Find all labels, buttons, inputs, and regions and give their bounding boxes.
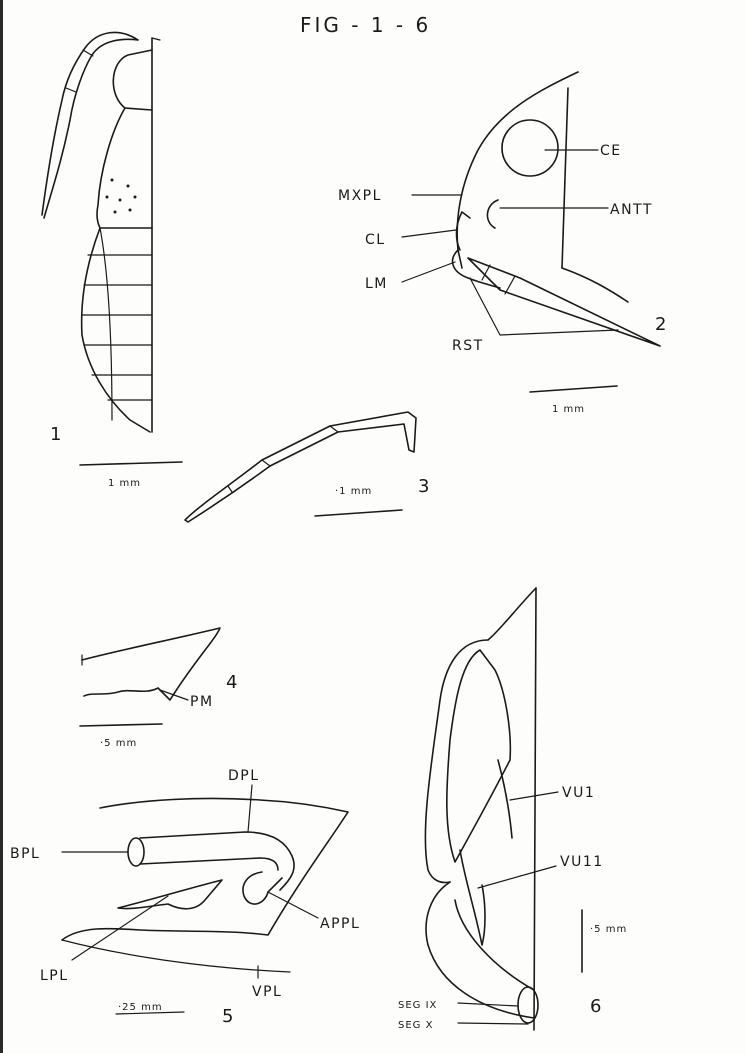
fig5-label-bpl: BPL — [10, 846, 40, 862]
fig5-basal-plate — [128, 838, 144, 866]
fig2-label-lm: LM — [365, 276, 388, 292]
fig1-scale-label: 1 mm — [108, 478, 141, 489]
fig2-label-cl: CL — [365, 232, 386, 248]
fig3-antenna-outline — [185, 412, 416, 522]
fig6-label-vu2: VU11 — [560, 854, 604, 870]
fig4-drawing: PM 4 ·5 mm — [80, 628, 239, 749]
fig1-number: 1 — [50, 424, 63, 445]
fig6-number: 6 — [590, 996, 603, 1017]
fig2-head-outline — [457, 72, 578, 268]
fig5-appl-leader — [268, 892, 318, 918]
fig1-abdomen — [82, 228, 150, 432]
fig6-outer-valve — [425, 640, 488, 883]
fig5-ventral-line — [62, 940, 290, 972]
fig2-scale-label: 1 mm — [552, 404, 585, 415]
fig2-label-mxpl: MXPL — [338, 188, 382, 204]
fig2-label-ce: CE — [600, 143, 622, 159]
fig6-lower-inner — [455, 900, 534, 990]
fig6-valvula-2 — [460, 850, 485, 945]
fig4-scale-bar — [80, 724, 162, 726]
fig2-neck — [562, 268, 628, 302]
fig5-scale-label: ·25 mm — [118, 1002, 163, 1013]
fig6-label-vu1: VU1 — [562, 785, 595, 801]
fig2-cl-leader — [402, 230, 456, 237]
fig6-valvula-1 — [447, 650, 511, 862]
fig5-label-lpl: LPL — [40, 968, 69, 984]
fig4-label-pm: PM — [190, 694, 214, 710]
fig1-antenna — [42, 32, 138, 218]
fig6-dorsal-edge — [488, 588, 536, 640]
fig3-drawing: ·1 mm 3 — [185, 412, 431, 522]
fig1-thorax — [97, 108, 152, 228]
fig1-head — [113, 50, 152, 110]
fig2-antennal-socket — [487, 200, 498, 228]
fig6-valvula-1-inner — [498, 760, 512, 838]
fig6-label-seg10: SEG X — [398, 1020, 433, 1031]
fig5-lateral-plate — [118, 880, 222, 909]
fig2-compound-eye — [502, 120, 558, 176]
fig6-seg10-leader — [458, 1023, 528, 1024]
fig5-label-dpl: DPL — [228, 768, 260, 784]
fig6-lower-valve — [426, 882, 534, 1018]
fig2-label-antt: ANTT — [610, 202, 653, 218]
fig2-lm-leader — [402, 262, 455, 282]
fig1-segment-lines — [82, 255, 152, 400]
fig4-number: 4 — [226, 672, 239, 693]
fig2-drawing: CE ANTT MXPL CL LM RST 2 1 mm — [338, 72, 668, 415]
fig5-lpl-leader — [72, 896, 168, 960]
fig5-number: 5 — [222, 1006, 235, 1027]
fig6-vu1-leader — [510, 792, 558, 800]
fig2-label-rst: RST — [452, 338, 484, 354]
fig2-scale-bar — [530, 386, 617, 392]
fig5-inner-arm — [140, 858, 278, 870]
fig3-scale-bar — [315, 510, 402, 516]
fig5-label-vpl: VPL — [252, 984, 282, 1000]
fig4-mandible-outline — [82, 628, 220, 700]
plate-title: FIG - 1 - 6 — [300, 13, 431, 37]
fig2-posterior-edge — [562, 88, 568, 268]
fig1-scale-bar — [80, 462, 182, 465]
fig5-outer-outline — [62, 798, 348, 940]
fig5-drawing: DPL BPL APPL LPL VPL ·25 mm 5 — [10, 768, 360, 1027]
fig3-scale-label: ·1 mm — [335, 486, 372, 497]
fig5-dpl-leader — [248, 785, 252, 832]
fig6-drawing: VU1 VU11 SEG IX SEG X ·5 mm 6 — [398, 588, 627, 1031]
fig5-apical-plate — [243, 872, 282, 904]
fig1-drawing: 1 mm 1 — [42, 32, 182, 489]
fig6-midline — [534, 588, 536, 1030]
fig1-setae-dots — [106, 179, 137, 214]
fig2-number: 2 — [655, 314, 668, 335]
fig5-label-appl: APPL — [320, 916, 360, 932]
fig6-scale-label: ·5 mm — [590, 924, 627, 935]
fig4-scale-label: ·5 mm — [100, 738, 137, 749]
fig3-number: 3 — [418, 476, 431, 497]
fig6-label-seg9: SEG IX — [398, 1000, 437, 1011]
fig6-vu2-leader — [478, 866, 556, 888]
